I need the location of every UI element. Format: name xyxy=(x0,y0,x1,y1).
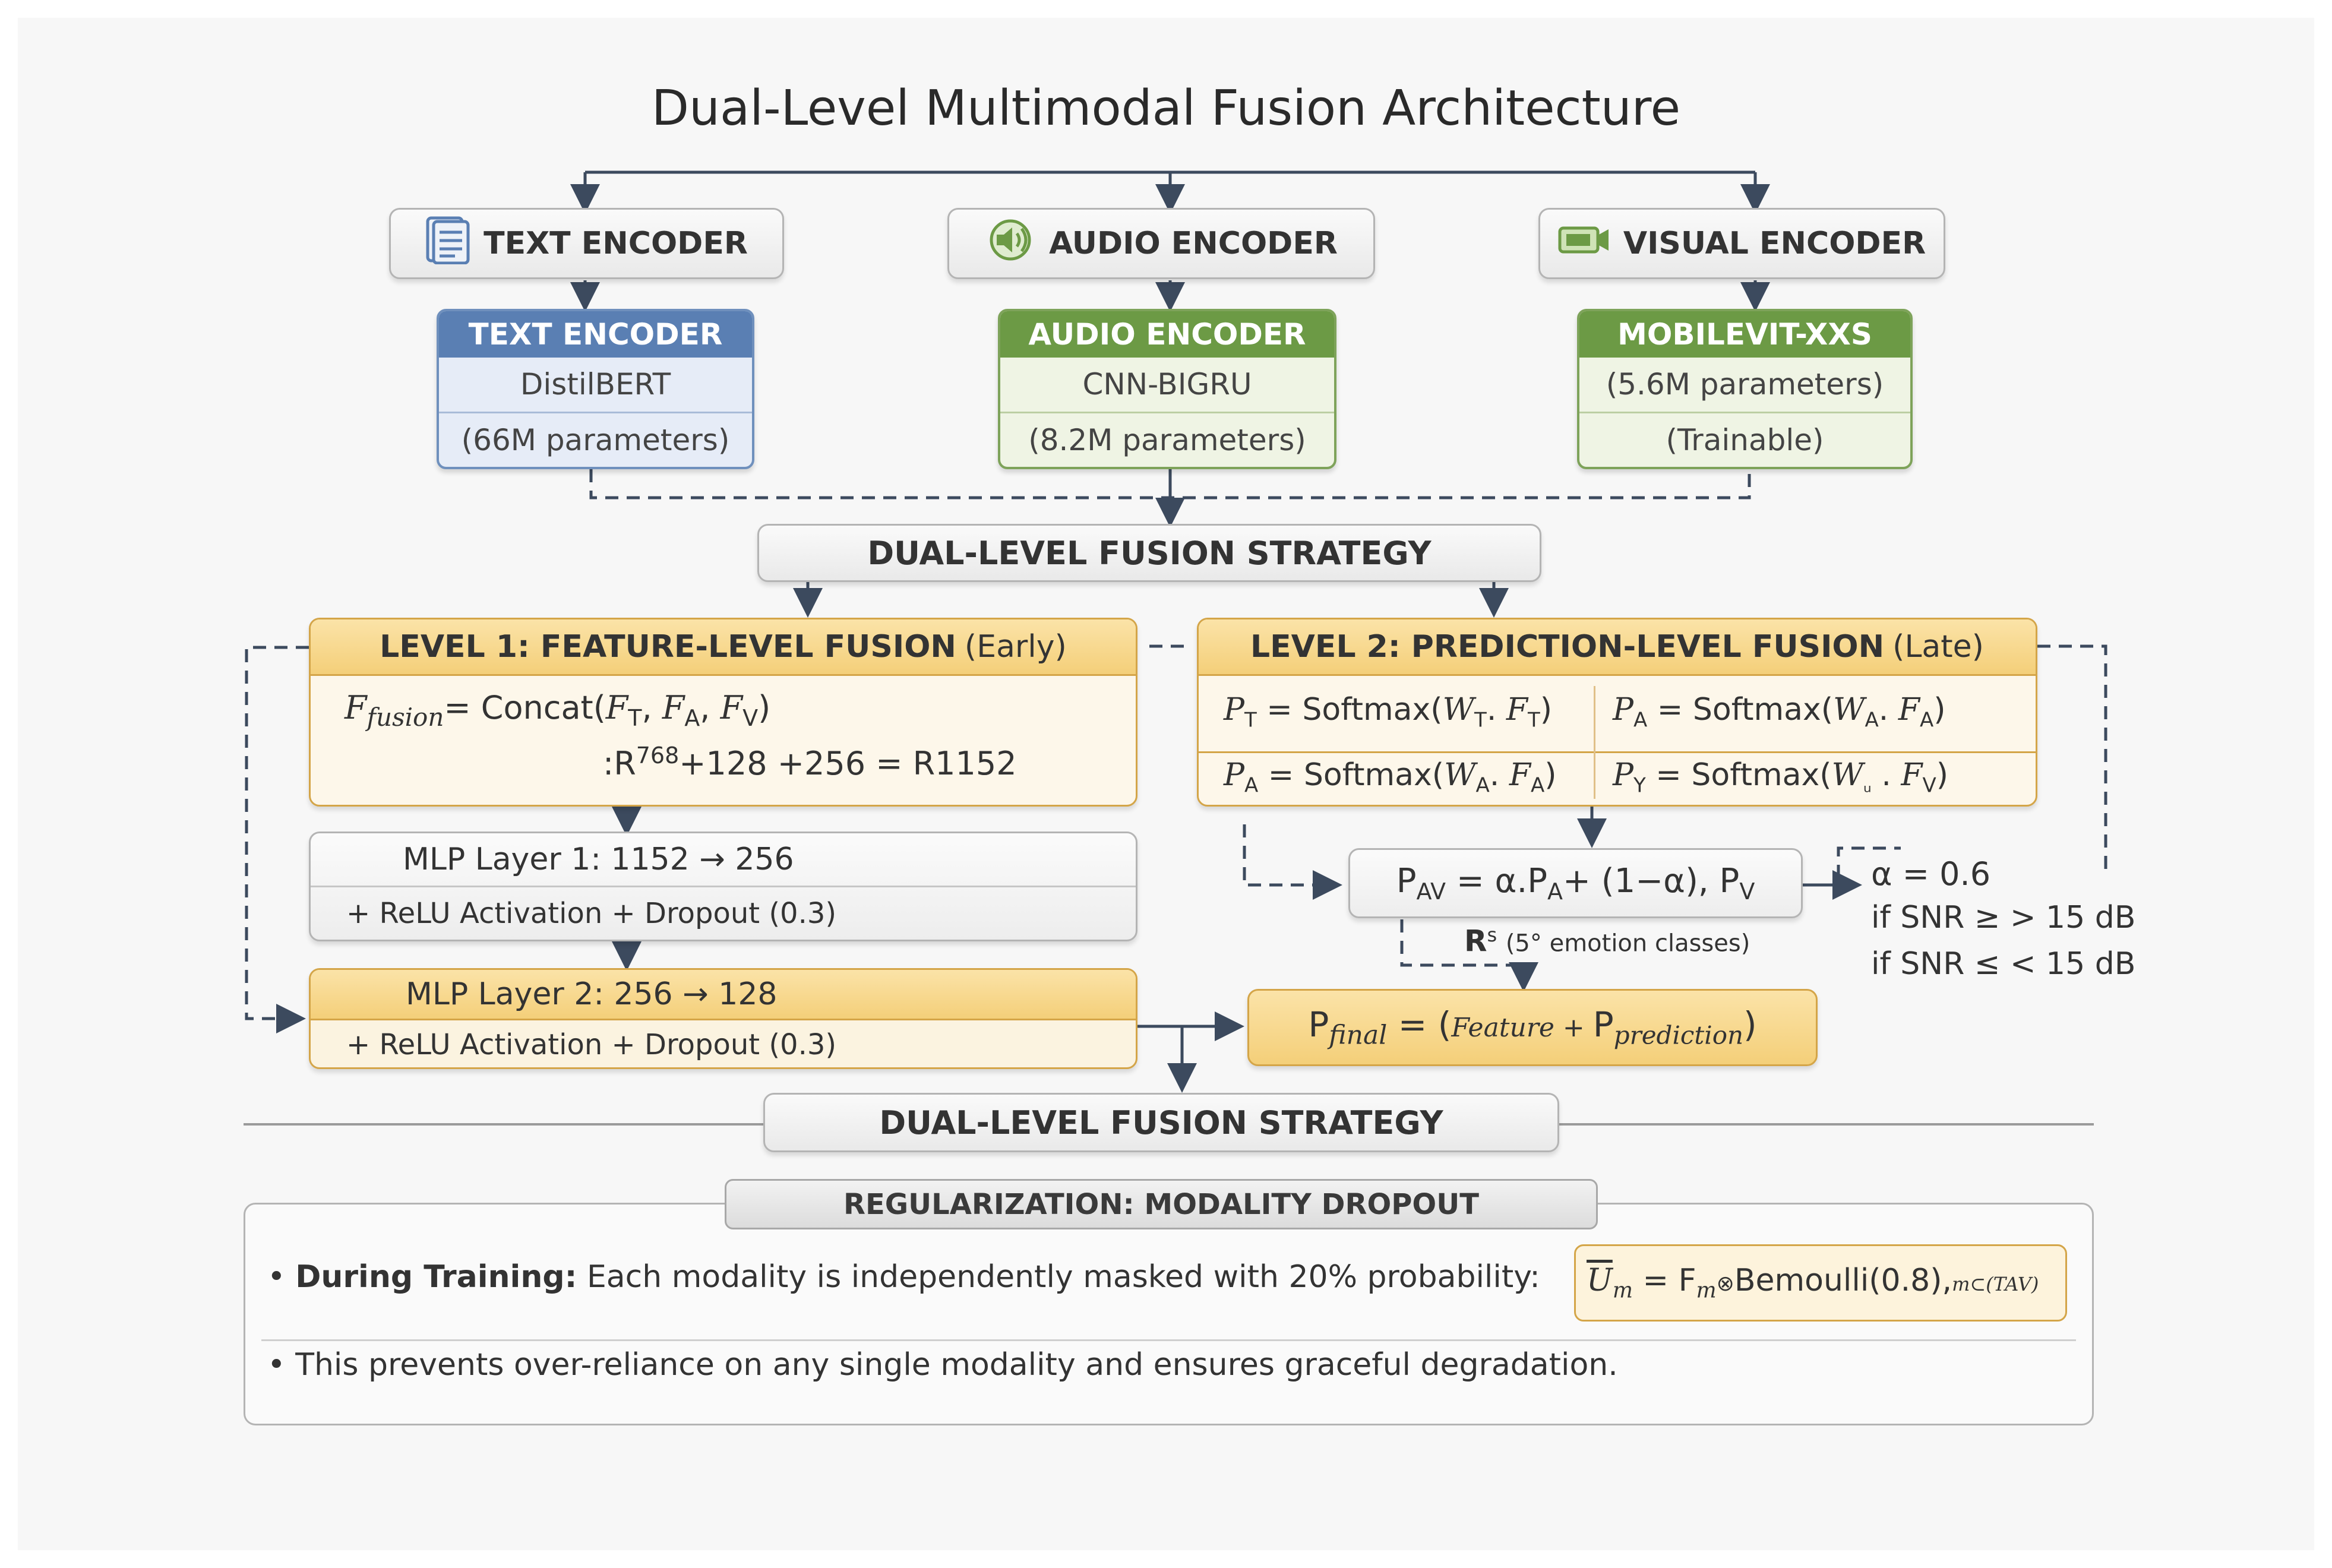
dropout-formula-box: Um = Fm⊗Bemoulli(0.8),m⊂(TAV) xyxy=(1574,1244,2067,1322)
text-encoder-card-header: TEXT ENCODER xyxy=(439,311,752,358)
document-icon xyxy=(425,216,470,272)
mlp-layer2-detail: + ReLU Activation + Dropout (0.3) xyxy=(346,1028,837,1061)
text-encoder-card: TEXT ENCODER DistilBERT (66M parameters) xyxy=(437,309,754,469)
text-encoder-params: (66M parameters) xyxy=(439,411,752,467)
regularization-divider xyxy=(261,1339,2076,1341)
pfinal-box: Pfinal = (Feature + Pprediction) xyxy=(1247,989,1818,1066)
prediction-audio-2: PA = Softmax(WA. FA) xyxy=(1224,757,1557,798)
pav-equation: PAV = α.PA+ (1−α), PV xyxy=(1396,861,1755,905)
visual-encoder-note: (Trainable) xyxy=(1579,411,1910,467)
level1-equation-2: :R768+128 +256 = R1152 xyxy=(603,742,1017,782)
diagram-title: Dual-Level Multimodal Fusion Architectur… xyxy=(651,80,1681,137)
level1-title: LEVEL 1: FEATURE-LEVEL FUSION xyxy=(380,629,956,665)
emotion-classes-note: Rs (5° emotion classes) xyxy=(1464,924,1750,959)
pfinal-equation: Pfinal = (Feature + Pprediction) xyxy=(1308,1004,1757,1051)
visual-encoder-params: (5.6M parameters) xyxy=(1606,367,1884,402)
pav-box: PAV = α.PA+ (1−α), PV xyxy=(1348,848,1803,918)
speaker-icon xyxy=(985,219,1036,268)
level2-header: LEVEL 2: PREDICTION-LEVEL FUSION(Late) xyxy=(1199,619,2036,676)
level1-box: LEVEL 1: FEATURE-LEVEL FUSION(Early) xyxy=(309,618,1137,807)
audio-encoder-header-label: AUDIO ENCODER xyxy=(1049,226,1338,261)
regularization-title: REGULARIZATION: MODALITY DROPOUT xyxy=(843,1187,1479,1221)
visual-encoder-header-label: VISUAL ENCODER xyxy=(1623,226,1926,261)
mlp-layer1-box: MLP Layer 1: 1152 → 256 + ReLU Activatio… xyxy=(309,832,1137,941)
mlp-layer1-detail: + ReLU Activation + Dropout (0.3) xyxy=(346,897,837,930)
level1-header: LEVEL 1: FEATURE-LEVEL FUSION(Early) xyxy=(311,619,1136,676)
level2-box: LEVEL 2: PREDICTION-LEVEL FUSION(Late) xyxy=(1197,618,2037,807)
fusion-strategy-bottom-box: DUAL-LEVEL FUSION STRATEGY xyxy=(763,1093,1559,1152)
camera-icon xyxy=(1558,225,1610,263)
level1-equation-1: Ffusion= Concat(FT, FA, FV) xyxy=(345,689,771,732)
audio-encoder-model: CNN-BIGRU xyxy=(1082,367,1252,402)
prediction-text: PT = Softmax(WT. FT) xyxy=(1224,692,1553,732)
visual-encoder-header: VISUAL ENCODER xyxy=(1538,208,1945,279)
bullet-during-training: • During Training: Each modality is inde… xyxy=(267,1259,1540,1295)
regularization-title-box: REGULARIZATION: MODALITY DROPOUT xyxy=(725,1179,1598,1229)
mlp-layer2-title: MLP Layer 2: 256 → 128 xyxy=(311,970,1136,1020)
alpha-dashed xyxy=(1837,846,1901,878)
audio-encoder-params: (8.2M parameters) xyxy=(1000,411,1334,467)
left-dashed-to-pav xyxy=(1243,824,1342,900)
visual-encoder-card-header: MOBILEVIT-XXS xyxy=(1579,311,1910,358)
visual-encoder-card: MOBILEVIT-XXS (5.6M parameters) (Trainab… xyxy=(1577,309,1913,469)
fusion-strategy-box: DUAL-LEVEL FUSION STRATEGY xyxy=(757,524,1541,582)
audio-encoder-card: AUDIO ENCODER CNN-BIGRU (8.2M parameters… xyxy=(998,309,1336,469)
mlp-layer2-box: MLP Layer 2: 256 → 128 + ReLU Activation… xyxy=(309,968,1137,1069)
audio-encoder-card-header: AUDIO ENCODER xyxy=(1000,311,1334,358)
fusion-strategy-bottom-label: DUAL-LEVEL FUSION STRATEGY xyxy=(879,1104,1443,1142)
left-skip-dashed xyxy=(245,646,309,1033)
text-encoder-model: DistilBERT xyxy=(520,367,671,402)
alpha-value: α = 0.6 xyxy=(1871,855,1991,893)
level2-title: LEVEL 2: PREDICTION-LEVEL FUSION xyxy=(1250,629,1885,665)
right-skip-dashed xyxy=(2037,644,2107,873)
prediction-visual: PY = Softmax(Wᵤ . FV) xyxy=(1613,757,1949,798)
audio-encoder-header: AUDIO ENCODER xyxy=(947,208,1375,279)
text-encoder-header: TEXT ENCODER xyxy=(389,208,784,279)
fusion-strategy-label: DUAL-LEVEL FUSION STRATEGY xyxy=(867,534,1432,572)
bullet-graceful-degradation: • This prevents over-reliance on any sin… xyxy=(267,1347,1618,1383)
alpha-condition-low: if SNR ≤ < 15 dB xyxy=(1871,946,2136,982)
text-encoder-header-label: TEXT ENCODER xyxy=(484,226,748,261)
level2-tag: (Late) xyxy=(1892,629,1984,665)
level1-tag: (Early) xyxy=(964,629,1067,665)
pav-to-pfinal-dashed xyxy=(1400,919,1538,992)
prediction-audio: PA = Softmax(WA. FA) xyxy=(1613,692,1946,732)
mlp-layer1-title: MLP Layer 1: 1152 → 256 xyxy=(403,842,794,877)
dropout-formula: Um = Fm⊗Bemoulli(0.8),m⊂(TAV) xyxy=(1587,1263,2039,1303)
alpha-condition-high: if SNR ≥ > 15 dB xyxy=(1871,900,2136,935)
